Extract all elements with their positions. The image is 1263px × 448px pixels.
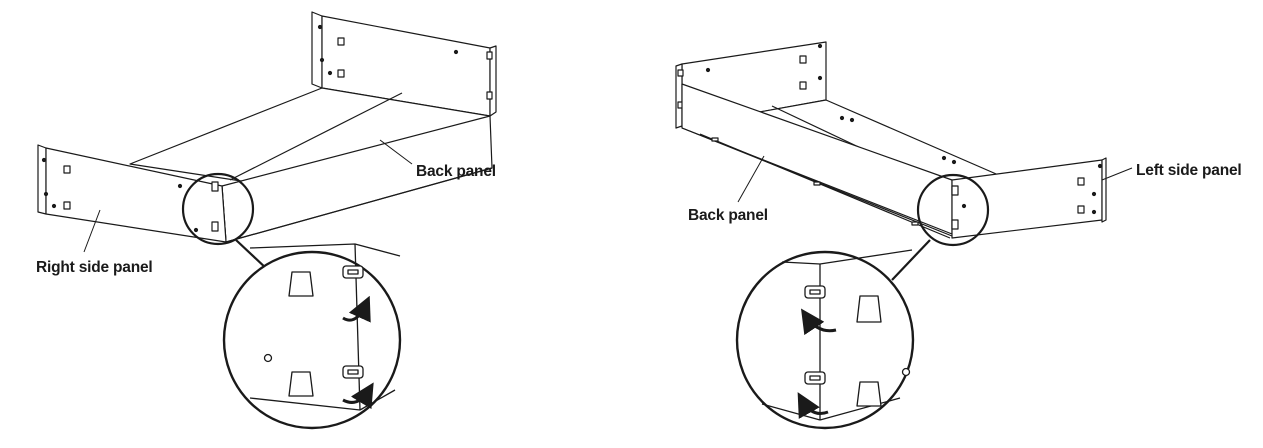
left-side-panel-label: Left side panel [1136,162,1242,179]
right-zoom-detail [761,249,913,421]
left-rear-upright-panel [311,11,497,117]
hinge-tab-icon [804,371,826,385]
right-side-panel-label: Right side panel [36,259,153,276]
right-back-panel [681,83,953,239]
left-right-side-panel-leader [83,209,101,253]
hinge-tab-icon [342,265,364,279]
left-side-panel-leader [1101,167,1133,181]
hinge-tab-icon [342,365,364,379]
right-back-panel-label: Back panel [688,207,768,224]
curved-arrow-icon [801,308,837,336]
left-zoom-detail [249,243,401,411]
curved-arrow-icon [342,382,374,410]
right-corner-highlight-circle [916,173,990,247]
left-right-side-panel [37,144,227,243]
right-back-panel-leader [737,155,765,203]
right-callout-connector [891,239,931,281]
curved-arrow-icon [797,392,829,419]
left-back-panel-leader [379,139,413,165]
left-corner-highlight-circle [181,172,255,246]
hinge-tab-icon [804,285,826,299]
right-left-side-panel [951,157,1107,239]
left-assembly [37,11,497,430]
left-back-panel-label: Back panel [416,163,496,180]
right-assembly [675,41,1133,430]
curved-arrow-icon [342,295,371,323]
